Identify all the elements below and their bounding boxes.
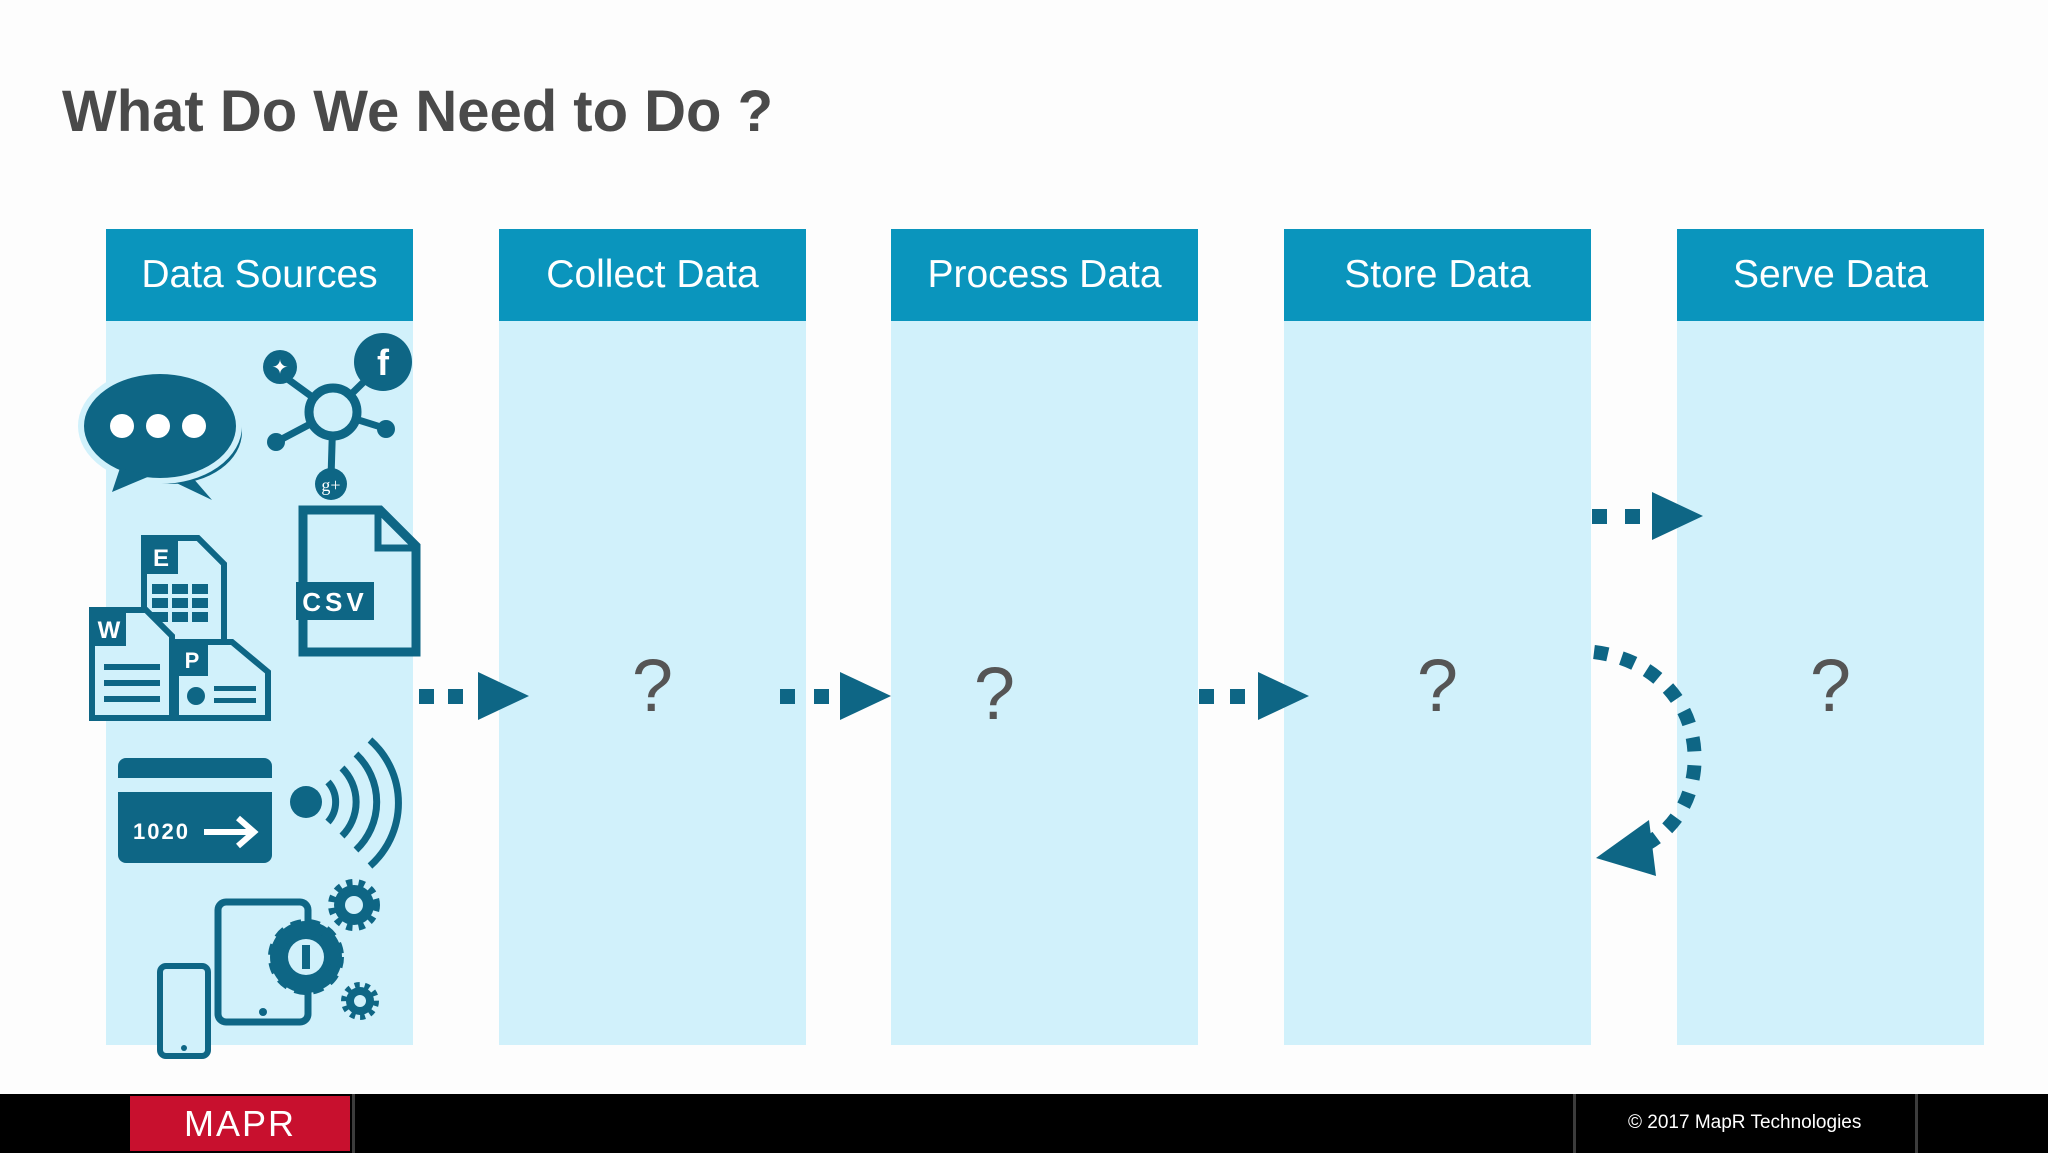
csv-label: CSV xyxy=(302,587,367,617)
serve-data-placeholder: ? xyxy=(1809,644,1852,727)
csv-file-icon: CSV xyxy=(296,505,421,657)
copyright-text: © 2017 MapR Technologies xyxy=(1628,1112,1862,1133)
page-title: What Do We Need to Do ? xyxy=(62,79,774,144)
column-header-store-data: Store Data xyxy=(1284,229,1591,321)
column-store-data: Store Data ? xyxy=(1284,229,1591,1045)
card-number: 1020 xyxy=(133,819,190,844)
arrow-process-to-store xyxy=(1199,672,1309,720)
chat-bubbles-icon xyxy=(78,368,242,500)
collect-data-placeholder: ? xyxy=(631,644,674,727)
footer-divider xyxy=(1573,1094,1576,1153)
column-header-process-data: Process Data xyxy=(891,229,1198,321)
svg-text:g+: g+ xyxy=(321,475,340,495)
wireless-signal-icon xyxy=(290,737,402,869)
office-documents-icon: E W P xyxy=(89,535,271,721)
footer-divider xyxy=(1915,1094,1918,1153)
payment-card-icon: 1020 xyxy=(118,758,272,863)
social-network-icon: ✦ f g+ xyxy=(263,333,412,500)
process-data-placeholder: ? xyxy=(973,652,1016,735)
column-serve-data: Serve Data ? xyxy=(1677,229,1984,1045)
excel-letter: E xyxy=(153,545,169,572)
column-collect-data: Collect Data ? xyxy=(499,229,806,1045)
arrow-store-to-serve xyxy=(1592,492,1703,540)
word-letter: W xyxy=(98,617,121,644)
arrow-sources-to-collect xyxy=(419,672,529,720)
footer-bar: MAPR © 2017 MapR Technologies xyxy=(0,1094,2048,1153)
powerpoint-letter: P xyxy=(185,648,200,673)
svg-text:✦: ✦ xyxy=(272,355,289,379)
column-header-collect-data: Collect Data xyxy=(499,229,806,321)
arrow-serve-to-store-return xyxy=(1593,645,1702,876)
column-header-serve-data: Serve Data xyxy=(1677,229,1984,321)
footer-divider xyxy=(352,1094,355,1153)
mapr-logo: MAPR xyxy=(130,1096,350,1151)
svg-text:f: f xyxy=(377,342,390,383)
arrow-collect-to-process xyxy=(780,672,891,720)
store-data-placeholder: ? xyxy=(1416,644,1459,727)
column-process-data: Process Data ? xyxy=(891,229,1198,1045)
devices-gears-icon xyxy=(157,879,380,1059)
column-header-data-sources: Data Sources xyxy=(106,229,413,321)
